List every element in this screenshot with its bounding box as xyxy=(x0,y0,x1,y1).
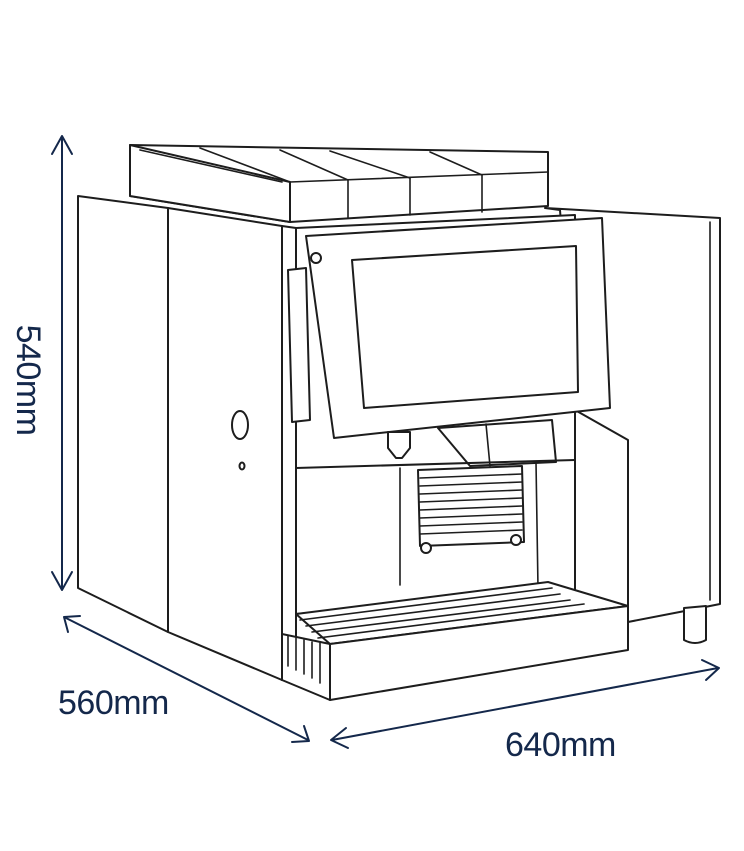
width-dimension-line xyxy=(330,659,720,749)
drip-tray xyxy=(281,581,629,701)
cup-rest-grille xyxy=(417,465,525,554)
width-label: 640mm xyxy=(505,726,616,764)
left-side-panel xyxy=(77,195,283,681)
touchscreen-display xyxy=(351,245,579,409)
door-rail xyxy=(287,267,311,423)
touchscreen-panel xyxy=(305,217,611,439)
bean-hoppers xyxy=(129,144,549,223)
side-knob xyxy=(231,410,249,440)
depth-label: 560mm xyxy=(58,684,169,722)
dispenser-unit xyxy=(295,419,576,589)
height-dimension-line xyxy=(51,135,73,591)
height-label: 540mm xyxy=(9,324,47,436)
panel-screw xyxy=(310,252,322,264)
left-spout xyxy=(387,431,411,459)
side-indicator xyxy=(238,461,246,471)
right-foot xyxy=(683,605,707,644)
depth-dimension-line xyxy=(63,615,310,743)
main-spout xyxy=(437,419,557,467)
